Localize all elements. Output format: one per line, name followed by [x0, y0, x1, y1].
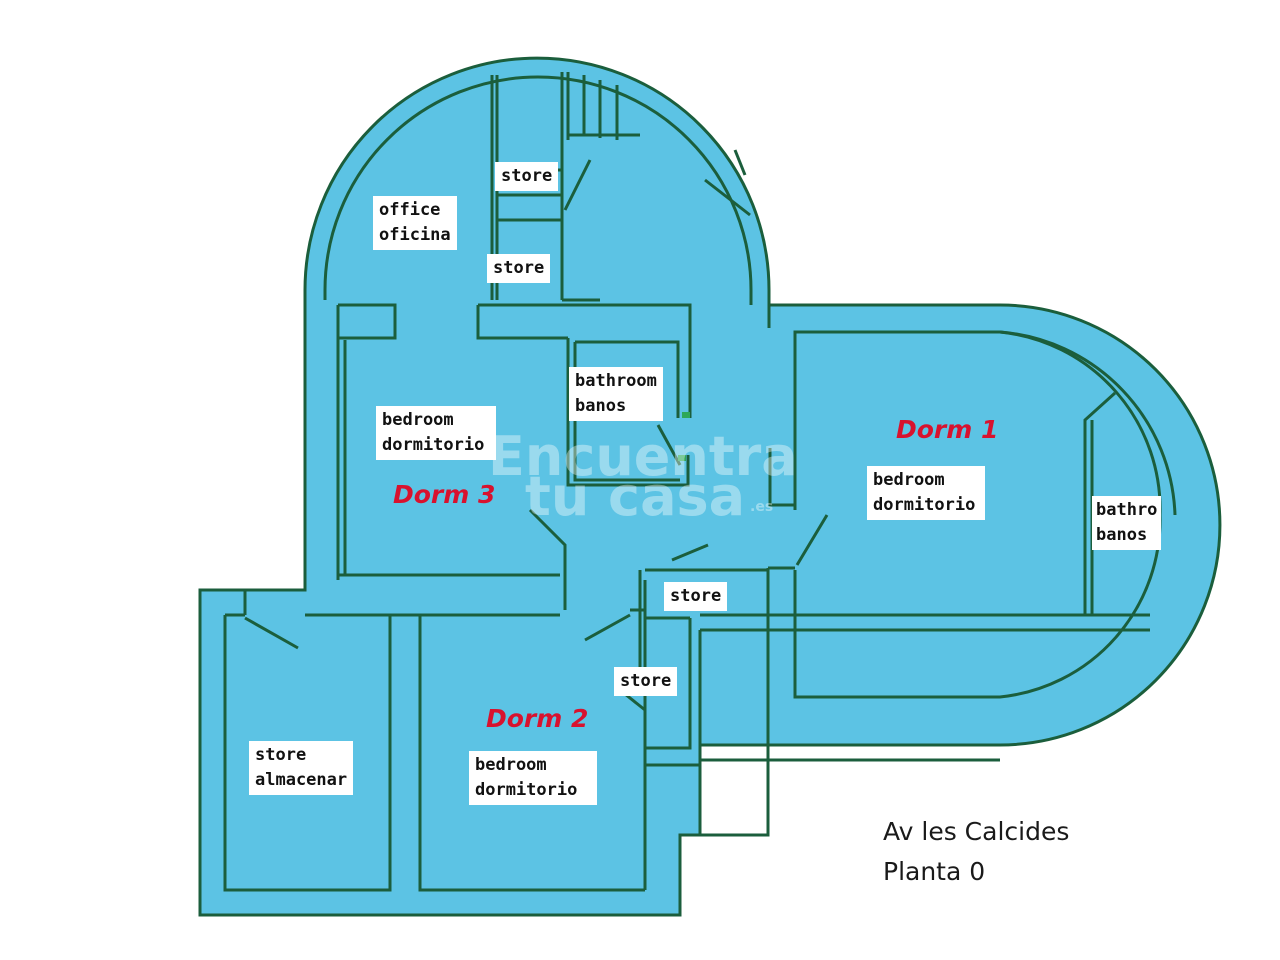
caption-floor: Planta 0: [883, 857, 986, 886]
label-office-en: office: [379, 200, 441, 220]
label-bathroom-right: bathro banos: [1092, 496, 1162, 550]
label-office-es: oficina: [379, 225, 451, 245]
watermark-tu-casa: tu casa: [525, 465, 746, 528]
label-bathroom-center-en: bathroom: [575, 371, 657, 391]
label-bathroom-center: bathroom banos: [569, 367, 663, 421]
accent-marks: [678, 412, 690, 461]
label-bedroom-2: bedroom dormitorio: [469, 751, 598, 805]
label-store-stairs-bottom: store: [487, 254, 551, 283]
walls: [198, 56, 1222, 917]
label-store-small: store: [614, 667, 678, 696]
label-bathroom-center-es: banos: [575, 396, 627, 416]
floor-fill: [200, 58, 1220, 916]
caption-address: Av les Calcides: [883, 817, 1070, 846]
label-office: office oficina: [373, 196, 457, 250]
label-bedroom-2-es: dormitorio: [475, 780, 578, 800]
label-store-left-en: store: [255, 745, 307, 765]
label-bedroom-3-en: bedroom: [382, 410, 454, 430]
label-bathroom-right-en: bathro: [1096, 500, 1158, 520]
watermark-encuentra: Encuentra: [488, 425, 798, 488]
label-bedroom-1-es: dormitorio: [873, 495, 976, 515]
plan-caption: Av les Calcides Planta 0: [883, 812, 1069, 892]
label-store-left-es: almacenar: [255, 770, 348, 790]
dorm-2-label: Dorm 2: [486, 704, 589, 733]
label-bedroom-2-en: bedroom: [475, 755, 547, 775]
dorm-1-label: Dorm 1: [896, 415, 999, 444]
label-bedroom-1-en: bedroom: [873, 470, 945, 490]
label-bathroom-right-es: banos: [1096, 525, 1148, 545]
label-store-stairs-top: store: [495, 162, 559, 191]
label-bedroom-3-es: dormitorio: [382, 435, 485, 455]
watermark-suffix: .es: [750, 499, 774, 515]
label-bedroom-1: bedroom dormitorio: [867, 466, 986, 520]
dorm-3-label: Dorm 3: [393, 480, 496, 509]
label-store-left: store almacenar: [249, 741, 354, 795]
label-bedroom-3: bedroom dormitorio: [376, 406, 497, 460]
label-store-hall: store: [664, 582, 728, 611]
